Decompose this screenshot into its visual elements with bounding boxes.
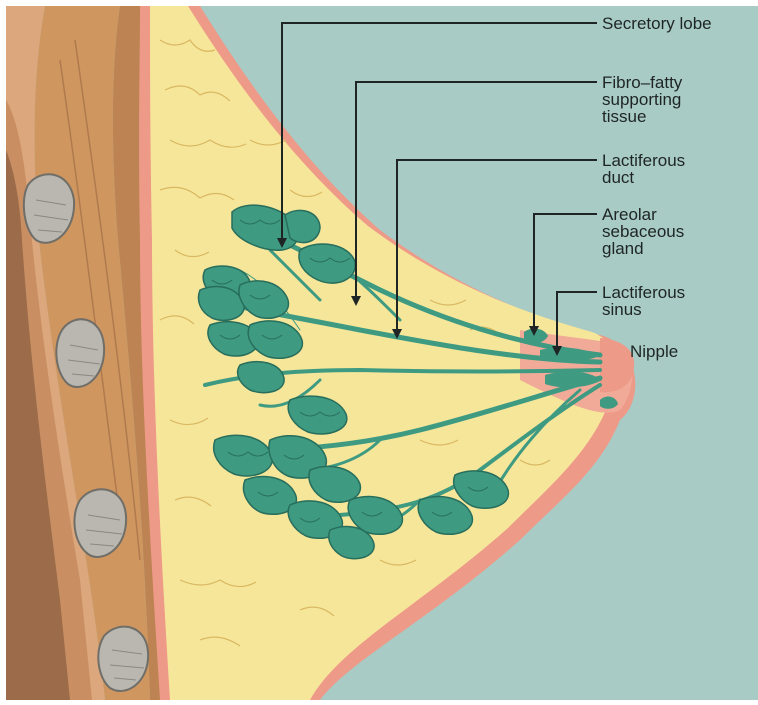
label-line: Lactiferous xyxy=(602,152,685,169)
rib xyxy=(98,627,148,691)
label-line: Nipple xyxy=(630,343,678,360)
label-line: gland xyxy=(602,240,684,257)
label-areolar-sebaceous-gland: Areolar sebaceous gland xyxy=(602,206,684,257)
label-line: Secretory lobe xyxy=(602,15,712,32)
label-secretory-lobe: Secretory lobe xyxy=(602,15,712,32)
label-line: Areolar xyxy=(602,206,684,223)
label-line: sinus xyxy=(602,301,685,318)
label-nipple: Nipple xyxy=(630,343,678,360)
label-line: sebaceous xyxy=(602,223,684,240)
label-line: Lactiferous xyxy=(602,284,685,301)
label-line: supporting xyxy=(602,91,682,108)
left-strip xyxy=(0,0,6,700)
top-strip xyxy=(0,0,758,6)
label-lactiferous-duct: Lactiferous duct xyxy=(602,152,685,186)
label-lactiferous-sinus: Lactiferous sinus xyxy=(602,284,685,318)
label-line: tissue xyxy=(602,108,682,125)
label-fibro-fatty-tissue: Fibro–fatty supporting tissue xyxy=(602,74,682,125)
label-line: duct xyxy=(602,169,685,186)
rib xyxy=(56,319,104,387)
label-line: Fibro–fatty xyxy=(602,74,682,91)
